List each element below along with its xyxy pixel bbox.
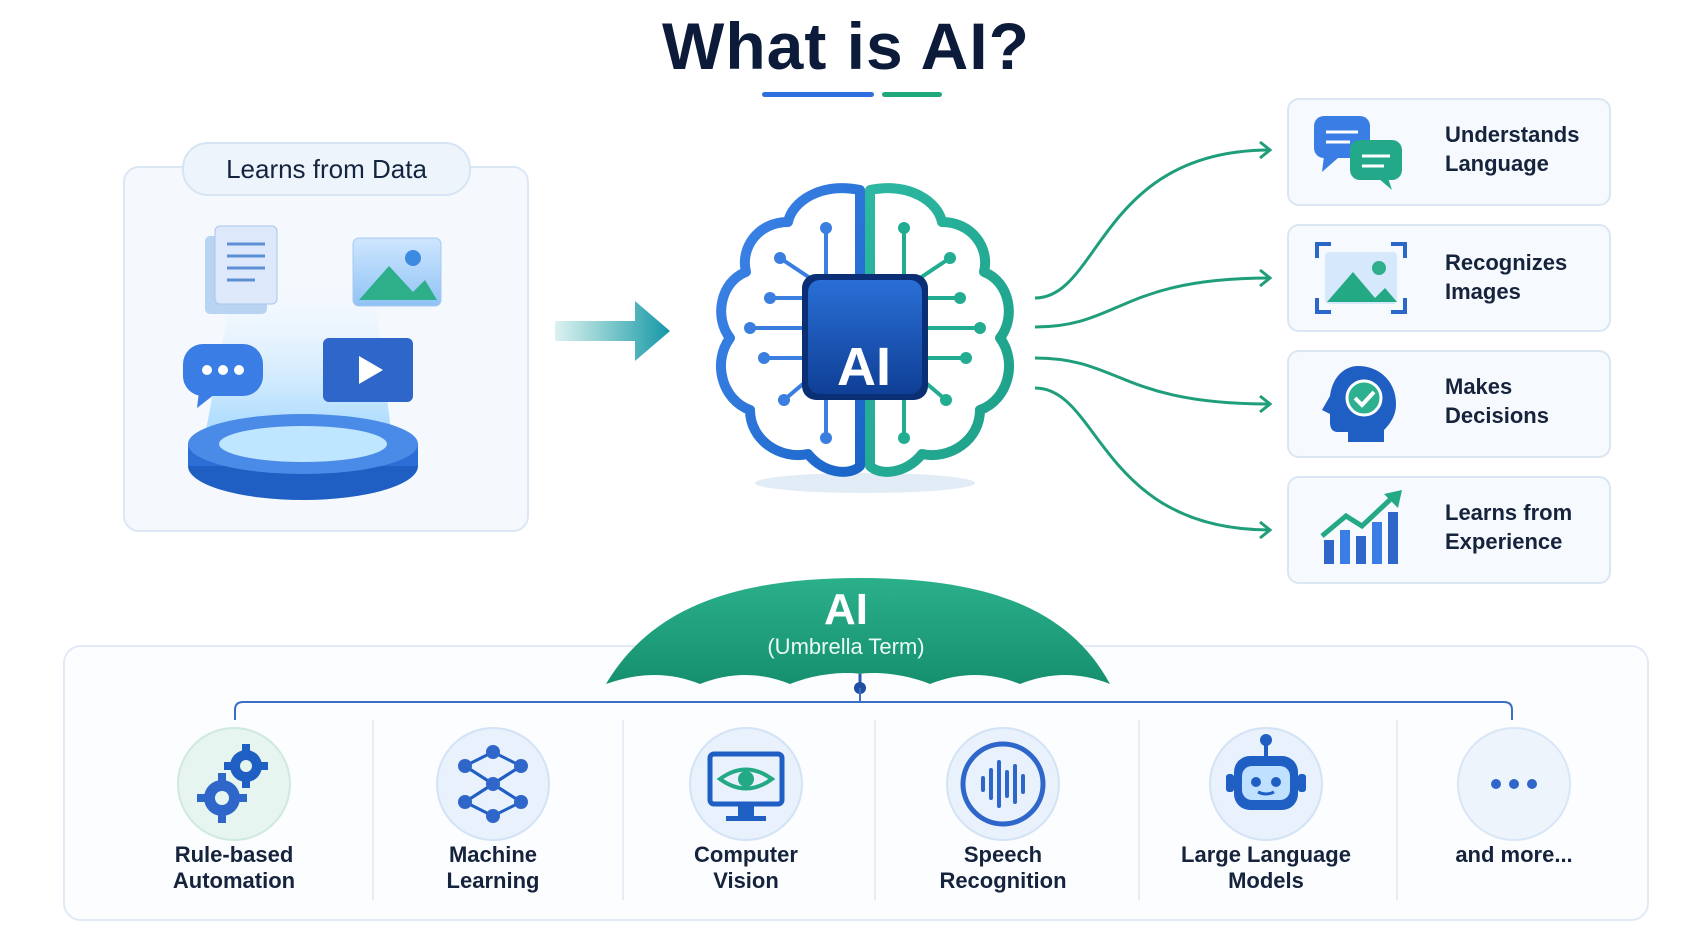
platform-pedestal bbox=[188, 414, 418, 500]
input-arrow bbox=[555, 301, 670, 361]
more-dots-icon bbox=[1457, 727, 1571, 841]
title-underline-green bbox=[882, 92, 942, 97]
page-title: What is AI? bbox=[662, 9, 1030, 83]
umbrella-diagram bbox=[234, 578, 1513, 720]
sound-wave-icon bbox=[946, 727, 1060, 841]
growth-chart-icon bbox=[1320, 490, 1402, 564]
title-underline-blue bbox=[762, 92, 874, 97]
monitor-eye-icon bbox=[689, 727, 803, 841]
ai-brain-illustration bbox=[716, 183, 1014, 493]
category-label-more: and more... bbox=[1455, 842, 1573, 867]
gears-icon bbox=[177, 727, 291, 841]
chat-bubble-icon bbox=[183, 344, 263, 408]
divider bbox=[372, 720, 374, 900]
video-play-icon bbox=[323, 338, 413, 402]
learns-from-data-label: Learns from Data bbox=[182, 142, 471, 196]
divider bbox=[622, 720, 624, 900]
data-sources-illustration bbox=[183, 225, 442, 500]
image-frame-icon bbox=[1315, 242, 1407, 314]
divider bbox=[1138, 720, 1140, 900]
chat-bubbles-icon bbox=[1314, 116, 1402, 190]
umbrella-title: AI bbox=[824, 585, 868, 634]
robot-icon bbox=[1209, 727, 1323, 841]
neural-network-icon bbox=[436, 727, 550, 841]
image-icon bbox=[352, 237, 442, 307]
capability-connectors bbox=[1034, 140, 1273, 540]
ai-chip-label: AI bbox=[837, 337, 891, 397]
divider bbox=[874, 720, 876, 900]
umbrella-subtitle: (Umbrella Term) bbox=[767, 634, 925, 659]
light-beam bbox=[203, 286, 393, 446]
divider bbox=[1396, 720, 1398, 900]
document-icon bbox=[205, 225, 278, 314]
head-check-icon bbox=[1322, 366, 1396, 442]
